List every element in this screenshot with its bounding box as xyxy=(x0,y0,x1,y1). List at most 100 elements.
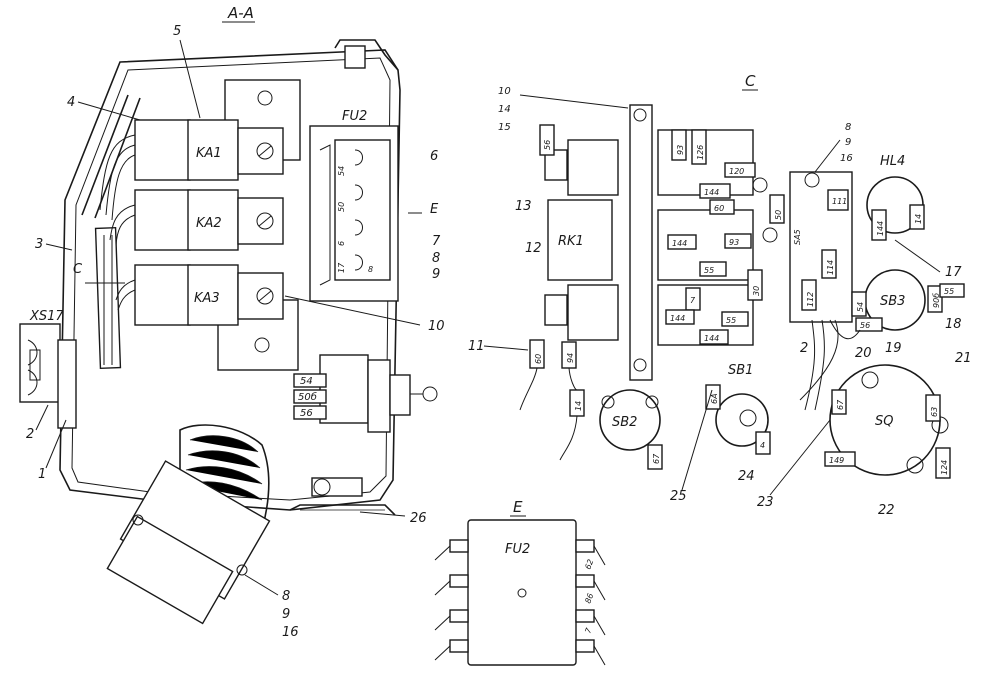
c-callout-24: 24 xyxy=(738,469,755,484)
view-e: E FU2 62 86 7 xyxy=(434,498,606,666)
fu2-wire-50: 50 xyxy=(337,202,346,212)
c-tag-120: 120 xyxy=(729,167,744,176)
c-tag-30: 30 xyxy=(752,286,761,296)
c-tag-7: 7 xyxy=(690,296,696,305)
c-callout-16: 16 xyxy=(840,153,853,164)
c-tag-55a: 55 xyxy=(704,266,714,275)
xs17-body xyxy=(19,323,61,403)
top-clip xyxy=(334,39,399,71)
c-callout-14: 14 xyxy=(498,104,511,115)
e-tag-7: 7 xyxy=(583,626,594,635)
hl4-label: HL4 xyxy=(880,154,905,169)
callout-2: 2 xyxy=(26,427,34,442)
c-callout-9: 9 xyxy=(845,137,851,148)
c-tag-14: 14 xyxy=(574,401,583,411)
callout-e: E xyxy=(430,202,439,217)
terminal-block: 54 50б 56 xyxy=(293,354,438,433)
relay-rk1: RK1 xyxy=(544,139,619,341)
c-tag-67: 67 xyxy=(652,453,661,464)
c-callout-18: 18 xyxy=(945,317,962,332)
fu2-body xyxy=(334,139,391,281)
view-c: C 10 14 15 RK1 13 12 56 93 xyxy=(468,72,972,518)
fu2-detail-screw xyxy=(517,588,527,598)
c-tag-144d: 144 xyxy=(704,334,719,343)
view-c-title: C xyxy=(745,72,756,90)
c-tag-124: 124 xyxy=(940,460,949,475)
cable-gland xyxy=(106,424,271,625)
c-callout-12: 12 xyxy=(525,241,542,256)
relay-wire-bundle xyxy=(99,134,136,311)
sa5-label: SA5 xyxy=(793,229,802,245)
callout-c: C xyxy=(73,262,83,277)
c-tag-55b: 55 xyxy=(726,316,736,325)
c-tag-55c: 55 xyxy=(944,287,954,296)
c-tag-144c: 144 xyxy=(670,314,685,323)
c-tag-126: 126 xyxy=(696,145,705,160)
c-tag-112: 112 xyxy=(806,292,815,307)
e-tag-62: 62 xyxy=(583,558,595,571)
c-tag-56: 56 xyxy=(543,140,552,150)
callout-7: 7 xyxy=(432,234,441,249)
rail-upper xyxy=(81,94,129,216)
c-callout-19: 19 xyxy=(885,341,902,356)
c-callout-8: 8 xyxy=(845,122,851,133)
c-tag-144e: 144 xyxy=(876,221,885,236)
fuse-holder-fu2: FU2 54 50 6 17 8 xyxy=(309,109,399,302)
din-rail xyxy=(94,226,122,370)
sb1-label: SB1 xyxy=(728,363,753,378)
c-tag-14b: 14 xyxy=(914,214,923,224)
c-tag-149: 149 xyxy=(829,456,844,465)
connector-xs17: XS17 xyxy=(19,309,77,429)
c-mount-plate xyxy=(629,104,653,381)
sb3-label: SB3 xyxy=(880,294,905,309)
c-callout-17: 17 xyxy=(945,265,962,280)
callouts-aa: 5 4 3 C 2 1 6 E 7 8 9 10 26 8 9 16 xyxy=(26,24,445,640)
c-tag-144a: 144 xyxy=(704,188,719,197)
terminal-tag-54: 54 xyxy=(300,376,313,387)
fu2-wire-8: 8 xyxy=(368,265,373,274)
fu2-detail-body xyxy=(467,519,577,666)
callout-6: 6 xyxy=(430,149,438,164)
gland-clamp xyxy=(106,515,234,625)
button-sb1: SB1 6А 4 xyxy=(705,363,771,455)
c-callout-20: 20 xyxy=(855,346,872,361)
c-tag-6a: 6А xyxy=(710,393,719,404)
callout-10: 10 xyxy=(428,319,445,334)
c-callout-22: 22 xyxy=(878,503,895,518)
xs17-label: XS17 xyxy=(29,309,64,324)
c-tag-63: 63 xyxy=(930,407,939,417)
c-tag-114: 114 xyxy=(826,260,835,275)
fu2-wire-54: 54 xyxy=(337,166,346,176)
c-callout-11: 11 xyxy=(468,339,485,354)
relay-ka1: KA1 xyxy=(134,119,284,181)
c-tag-60b: 60 xyxy=(534,354,543,364)
top-bracket xyxy=(344,45,366,69)
relay-block-c: 93 126 120 144 60 50 144 93 55 7 144 55 … xyxy=(657,129,785,346)
callout-8b: 8 xyxy=(282,589,290,604)
button-sb2: SB2 67 xyxy=(599,389,663,470)
switch-sa5: 111 SA5 112 114 xyxy=(789,171,853,323)
callout-16b: 16 xyxy=(282,625,299,640)
section-aa-title: A-A xyxy=(227,4,254,22)
c-tag-111: 111 xyxy=(832,197,847,206)
callout-1: 1 xyxy=(38,467,46,482)
c-harness xyxy=(799,319,861,411)
relay-ka2: KA2 xyxy=(134,189,284,251)
callout-5: 5 xyxy=(173,24,181,39)
terminal-tag-56: 56 xyxy=(300,408,313,419)
c-tag-144b: 144 xyxy=(672,239,687,248)
callout-9b: 9 xyxy=(282,607,290,622)
c-tag-4: 4 xyxy=(760,441,765,450)
section-aa: A-A KA1 xyxy=(19,4,445,640)
c-tag-93b: 93 xyxy=(729,238,739,247)
fu2-wire-6: 6 xyxy=(337,241,346,246)
terminal-tag-50b: 50б xyxy=(298,391,317,403)
ka3-label: KA3 xyxy=(194,291,220,306)
view-e-title: E xyxy=(513,498,523,516)
callout-3: 3 xyxy=(35,237,43,252)
fu2-detail-right-terminals: 62 86 7 xyxy=(575,539,606,666)
rk1-label: RK1 xyxy=(558,234,584,249)
fu2-label: FU2 xyxy=(342,109,367,124)
c-tag-54: 54 xyxy=(856,302,865,312)
